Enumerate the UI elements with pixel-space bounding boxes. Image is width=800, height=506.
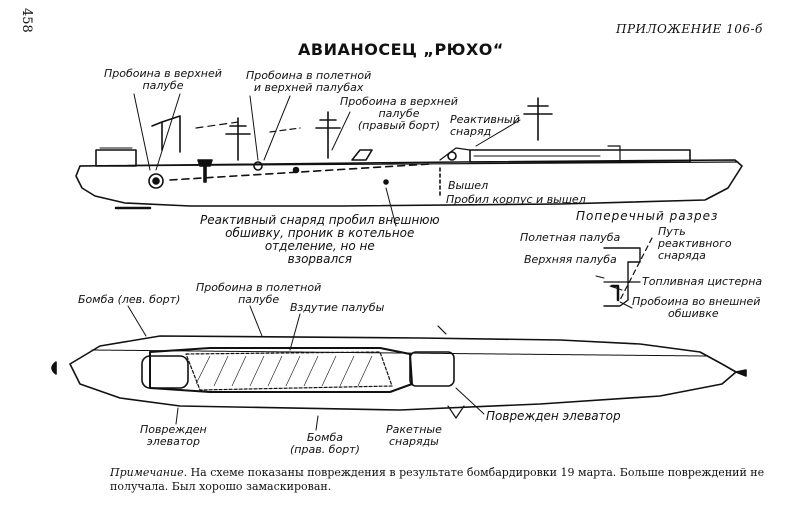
- diagram-title: АВИАНОСЕЦ „РЮХО“: [298, 40, 504, 59]
- label-bomb-port: Бомба (лев. борт): [78, 293, 181, 306]
- label-pierced-hull: Пробил корпус и вышел: [446, 193, 586, 206]
- side-view-hull: [75, 159, 743, 207]
- top-view-bulge: [149, 347, 413, 393]
- side-view-hole-2: [253, 161, 263, 171]
- top-view-hatching: [195, 355, 373, 387]
- side-view-forward-box: [95, 149, 137, 167]
- top-view-elevator-fwd: [141, 355, 189, 389]
- label-upper-deck: Верхняя палуба: [524, 253, 617, 266]
- side-view-rocket-path: [169, 163, 431, 181]
- label-fuel-tank: Топливная цистерна: [642, 275, 763, 288]
- footnote-text: На схеме показаны повреждения в результа…: [110, 466, 765, 493]
- side-view-hatch: [351, 149, 373, 161]
- label-elevator-damaged-right: Поврежден элеватор: [486, 409, 621, 423]
- side-view-hole-1: [148, 173, 164, 189]
- side-view-mast-3: [523, 97, 553, 141]
- label-bomb-starboard: Бомба(прав. борт): [290, 431, 360, 456]
- cross-section-rocket-path: [619, 237, 653, 301]
- cross-section-hull: [603, 247, 641, 307]
- footnote: Примечание. На схеме показаны повреждени…: [110, 466, 790, 494]
- side-view-aft-structure: [469, 149, 691, 163]
- side-view-mast-1: [225, 117, 251, 161]
- top-view-deck-edge: [91, 349, 707, 357]
- label-deck-bulge: Вздутие палубы: [290, 301, 385, 314]
- page-number: 458: [19, 8, 34, 33]
- label-flight-deck: Полетная палуба: [520, 231, 621, 244]
- appendix-label: ПРИЛОЖЕНИЕ 106-б: [616, 22, 763, 36]
- label-exit: Вышел: [448, 179, 489, 192]
- top-view-hull: [69, 335, 737, 411]
- side-view-crane-left: [151, 115, 181, 153]
- side-view-mast-2: [315, 111, 341, 159]
- side-view-vent: [197, 159, 213, 183]
- cross-section-title: Поперечный разрез: [576, 209, 719, 223]
- top-view-rockets-mark: [447, 405, 465, 419]
- footnote-lead: Примечание.: [110, 466, 188, 479]
- top-view-elevator-aft: [409, 351, 455, 387]
